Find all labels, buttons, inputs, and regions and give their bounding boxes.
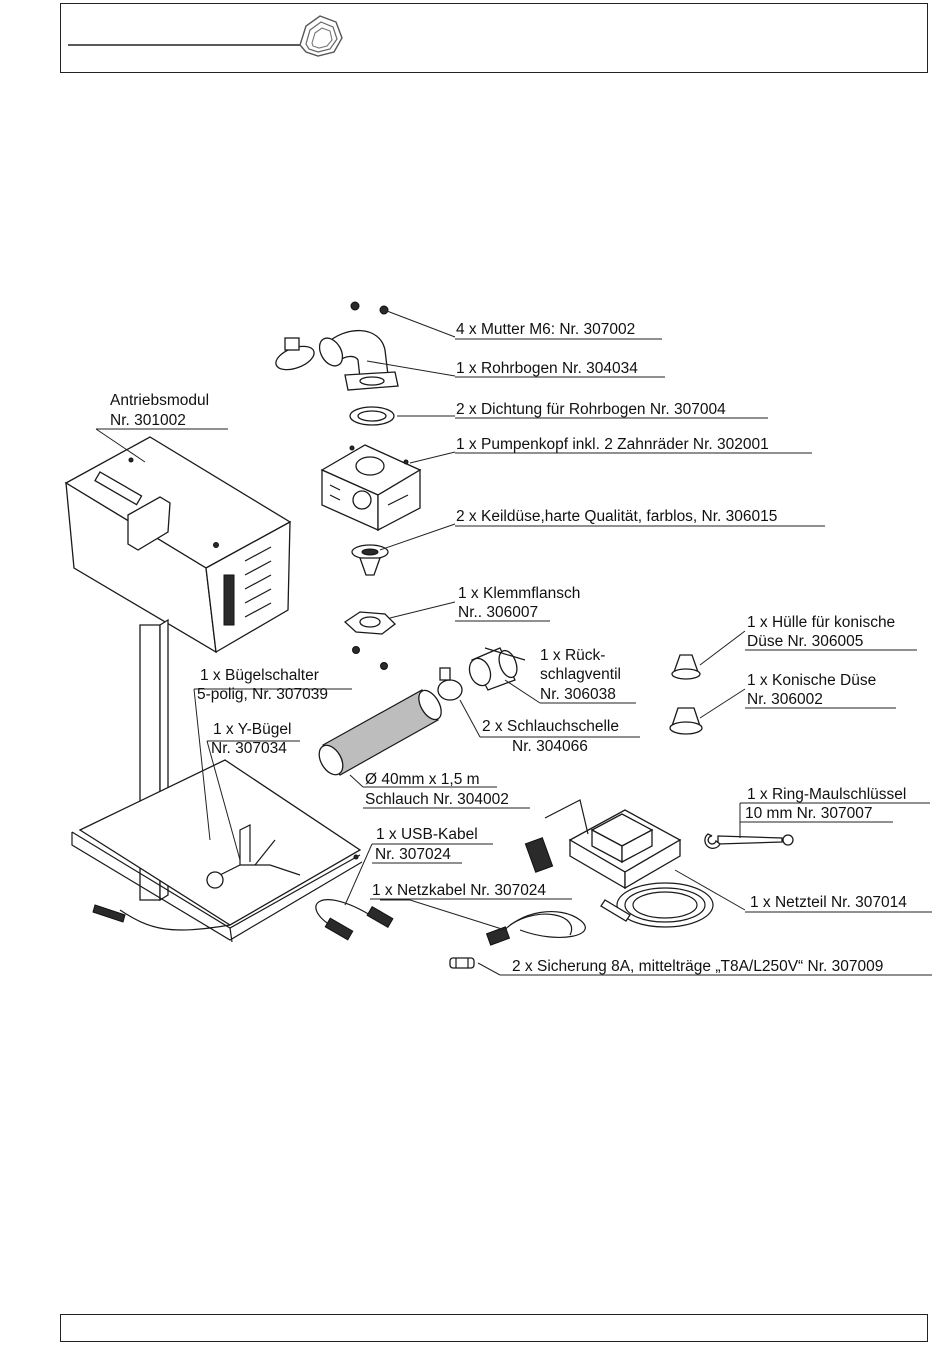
leader-lines (95, 310, 746, 976)
clamp-flange-illustration (343, 611, 396, 635)
label-schlauchschelle-line2: Nr. 304066 (512, 738, 588, 755)
label-usb-line1: 1 x USB-Kabel (376, 826, 478, 843)
power-supply-illustration (524, 799, 714, 928)
pipe-elbow-illustration (275, 329, 399, 391)
label-mutter: 4 x Mutter M6: Nr. 307002 (456, 321, 635, 338)
wrench-illustration (704, 833, 794, 849)
label-antrieb-line2: Nr. 301002 (110, 412, 186, 429)
label-ringschluessel-line2: 10 mm Nr. 307007 (745, 805, 873, 822)
label-antrieb-line1: Antriebsmodul (110, 392, 209, 409)
label-konisch-line1: 1 x Konische Düse (747, 672, 876, 689)
label-klemmflansch-line1: 1 x Klemmflansch (458, 585, 580, 602)
label-rueckschlag-line1: 1 x Rück- (540, 647, 605, 664)
label-huelle-line2: Düse Nr. 306005 (747, 633, 863, 650)
label-ringschluessel-line1: 1 x Ring-Maulschlüssel (747, 786, 906, 803)
label-huelle-line1: 1 x Hülle für konische (747, 614, 895, 631)
label-buegelschalter-line1: 1 x Bügelschalter (200, 667, 319, 684)
stand-frame-illustration (71, 618, 363, 943)
label-schlauchschelle-line1: 2 x Schlauchschelle (482, 718, 619, 735)
footer-frame (60, 1314, 928, 1342)
label-usb-line2: Nr. 307024 (375, 846, 451, 863)
label-schlauch-line1: Ø 40mm x 1,5 m (365, 771, 480, 788)
wedge-nozzle-illustration (351, 544, 389, 576)
hose-illustration (318, 689, 442, 776)
company-logo (68, 15, 343, 57)
nut-parts (350, 301, 389, 670)
label-netzteil: 1 x Netzteil Nr. 307014 (750, 894, 907, 911)
seal-illustration (349, 406, 395, 426)
label-klemmflansch-line2: Nr.. 306007 (458, 604, 538, 621)
usb-cable-illustration (315, 899, 394, 941)
label-ybuegel-line2: Nr. 307034 (211, 740, 287, 757)
label-rueckschlag-line3: Nr. 306038 (540, 686, 616, 703)
drive-module-illustration (64, 436, 292, 654)
fuse-illustration (449, 957, 475, 969)
conical-nozzle-illustration (669, 654, 703, 735)
label-sicherung: 2 x Sicherung 8A, mittelträge „T8A/L250V… (512, 958, 883, 975)
label-rueckschlag-line2: schlagventil (540, 666, 621, 683)
power-cable-illustration (485, 911, 586, 946)
check-valve-illustration (437, 647, 526, 701)
label-rohrbogen: 1 x Rohrbogen Nr. 304034 (456, 360, 638, 377)
label-konisch-line2: Nr. 306002 (747, 691, 823, 708)
label-netzkabel: 1 x Netzkabel Nr. 307024 (372, 882, 546, 899)
label-schlauch-line2: Schlauch Nr. 304002 (365, 791, 509, 808)
label-buegelschalter-line2: 5-polig, Nr. 307039 (197, 686, 328, 703)
label-underlines (96, 338, 932, 976)
label-ybuegel-line1: 1 x Y-Bügel (213, 721, 291, 738)
label-dichtung: 2 x Dichtung für Rohrbogen Nr. 307004 (456, 401, 726, 418)
header-frame (60, 3, 928, 73)
label-keilduese: 2 x Keildüse,harte Qualität, farblos, Nr… (456, 508, 777, 525)
label-pumpenkopf: 1 x Pumpenkopf inkl. 2 Zahnräder Nr. 302… (456, 436, 769, 453)
pump-head-illustration (320, 444, 422, 532)
